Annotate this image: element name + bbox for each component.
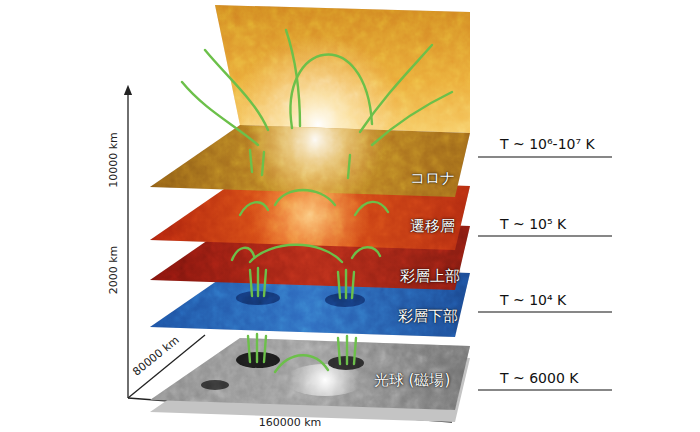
height-axis <box>127 90 128 398</box>
temperature-label: T ~ 6000 K <box>500 370 578 387</box>
corona-plane-texture <box>150 125 470 197</box>
axis-label: 10000 km <box>107 132 120 188</box>
corona-texture <box>215 5 470 133</box>
corona-layer <box>150 125 470 197</box>
photosphere-layer <box>150 338 470 410</box>
layer-label: コロナ <box>410 169 455 187</box>
axis-label: 160000 km <box>259 416 322 429</box>
corona-panel <box>215 5 470 133</box>
temperature-rules <box>478 157 612 390</box>
axis-label: 2000 km <box>107 246 120 295</box>
temperature-label: T ~ 10⁵ K <box>500 216 566 233</box>
layer-label: 彩層下部 <box>398 307 458 325</box>
temperature-label: T ~ 10⁴ K <box>500 292 566 309</box>
temperature-label: T ~ 10⁶-10⁷ K <box>500 136 595 153</box>
photosphere-texture <box>150 338 470 410</box>
axis-label: 80000 km <box>130 333 181 378</box>
corona-plane-glow <box>150 125 470 197</box>
layer-label: 光球 (磁場) <box>374 371 450 389</box>
corona-glow <box>215 5 470 133</box>
layer-label: 彩層上部 <box>400 267 460 285</box>
layer-label: 遷移層 <box>410 217 455 235</box>
